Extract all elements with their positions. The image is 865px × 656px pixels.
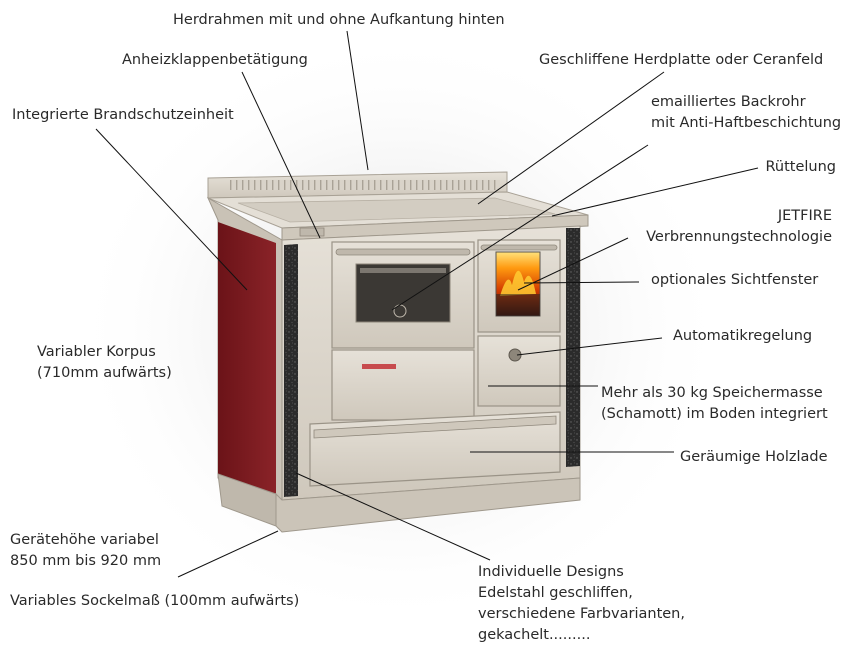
label-geraetehoehe: Gerätehöhe variabel 850 mm bis 920 mm bbox=[10, 532, 162, 569]
label-herdplatte: Geschliffene Herdplatte oder Ceranfeld bbox=[539, 52, 824, 68]
label-automatik: Automatikregelung bbox=[673, 328, 813, 344]
wood-drawer-handle bbox=[313, 415, 557, 439]
granite-strip-left bbox=[284, 244, 298, 497]
label-jetfire: JETFIRE Verbrennungstechnologie bbox=[646, 208, 832, 245]
brand-plate bbox=[362, 364, 396, 369]
firebox-handle bbox=[480, 244, 558, 251]
firebox-ash bbox=[496, 294, 540, 316]
left-side-panel bbox=[218, 222, 276, 494]
label-speicher: Mehr als 30 kg Speichermasse (Schamott) … bbox=[601, 385, 828, 422]
oven-window-glare bbox=[360, 268, 446, 273]
granite-strip-right bbox=[566, 228, 580, 467]
plinth-side bbox=[217, 473, 277, 527]
label-brandschutz: Integrierte Brandschutzeinheit bbox=[12, 107, 234, 123]
label-designs: Individuelle Designs Edelstahl geschliff… bbox=[478, 564, 685, 643]
label-sichtfenster: optionales Sichtfenster bbox=[651, 272, 819, 288]
back-rim-slots bbox=[230, 180, 500, 190]
label-backrohr: emailliertes Backrohr mit Anti-Haftbesch… bbox=[651, 94, 842, 131]
storage-compartment bbox=[331, 349, 475, 421]
label-holzlade: Geräumige Holzlade bbox=[680, 449, 828, 465]
label-sockel: Variables Sockelmaß (100mm aufwärts) bbox=[10, 593, 300, 609]
control-knob bbox=[508, 348, 522, 362]
regulation-compartment bbox=[477, 335, 561, 407]
label-anheizklappe: Anheizklappenbetätigung bbox=[122, 52, 308, 68]
label-korpus: Variabler Korpus (710mm aufwärts) bbox=[37, 344, 172, 381]
ignition-flap-lever bbox=[299, 227, 325, 237]
label-ruettelung: Rüttelung bbox=[765, 159, 836, 175]
oven-handle bbox=[335, 248, 471, 256]
label-herdrahmen: Herdrahmen mit und ohne Aufkantung hinte… bbox=[173, 12, 505, 28]
